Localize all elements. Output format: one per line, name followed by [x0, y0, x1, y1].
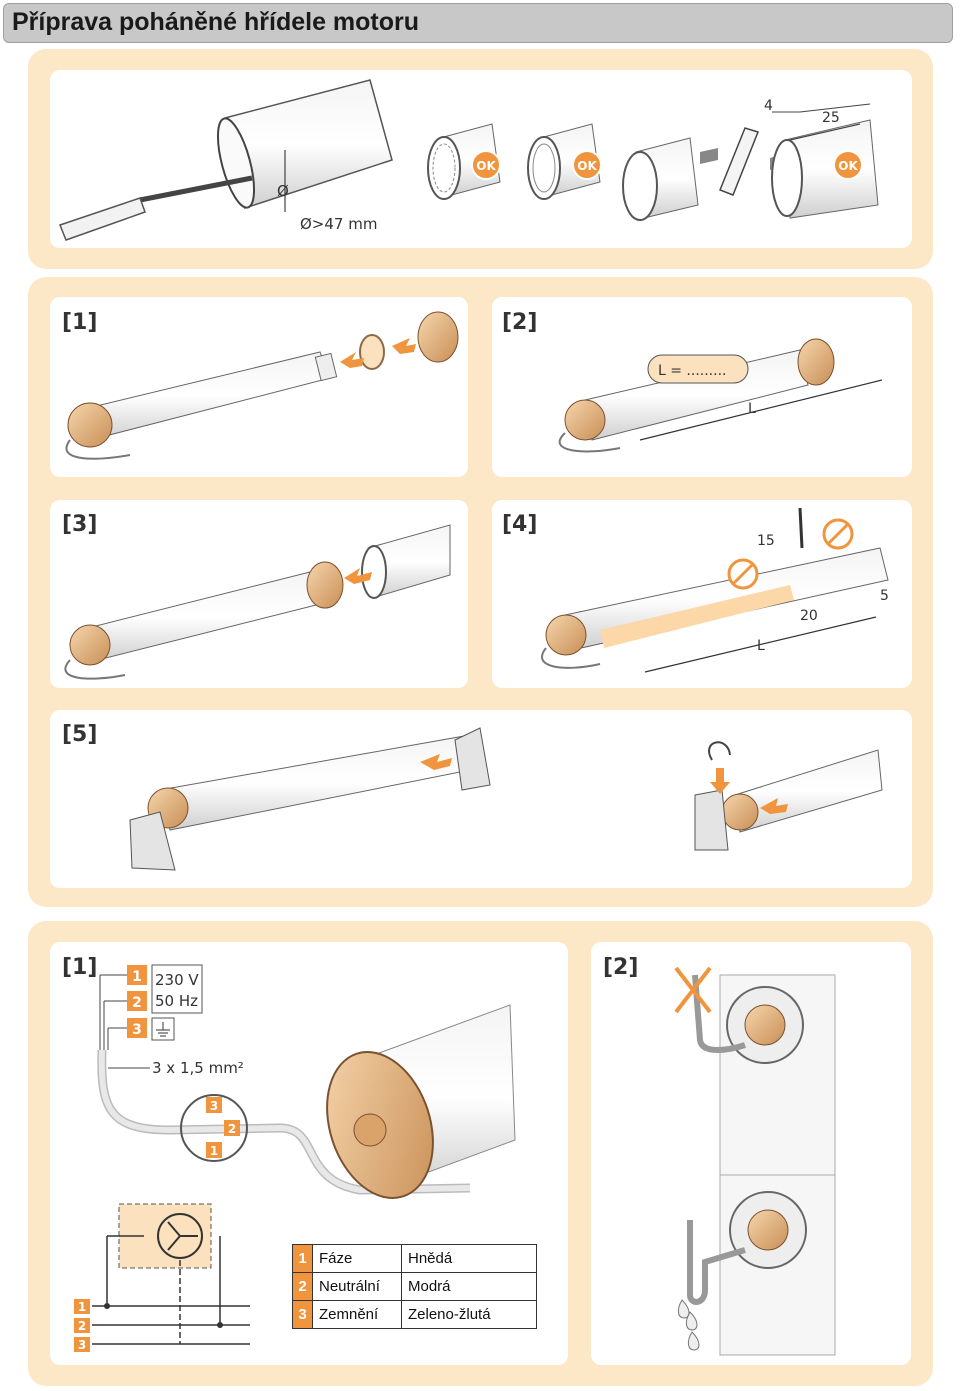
title-bar: Příprava poháněné hřídele motoru: [3, 3, 953, 43]
terminal-3-num: 3: [132, 1022, 142, 1038]
legend-wire-name: Zemnění: [312, 1300, 402, 1329]
supply-voltage: 230 V: [155, 971, 199, 989]
legend-wire-color: Modrá: [401, 1272, 537, 1301]
legend-wire-color: Zeleno-žlutá: [401, 1300, 537, 1329]
terminal-3-badge: [127, 1018, 147, 1038]
legend-wire-color: Hnědá: [401, 1244, 537, 1273]
connector-num-3: 3: [210, 1099, 218, 1113]
legend-num: 3: [292, 1300, 313, 1329]
motor-step-1: [65, 311, 459, 460]
step-4-label: [4]: [502, 512, 538, 537]
dim-4: 4: [764, 98, 773, 114]
diameter-symbol: Ø: [277, 182, 289, 200]
legend-wire-name: Fáze: [312, 1244, 402, 1273]
dim-25: 25: [822, 110, 840, 126]
legend-row: 3 Zemnění Zeleno-žlutá: [292, 1300, 537, 1329]
motor-step-4: 15 20 5 L: [541, 507, 889, 673]
terminal-2-num: 2: [132, 995, 142, 1011]
bus-num-3: 3: [78, 1338, 86, 1352]
legend-row: 2 Neutrální Modrá: [292, 1272, 537, 1301]
wiring-step-2-label: [2]: [603, 955, 639, 980]
length-box: L = .........: [658, 363, 726, 379]
ok-badge-1: OK: [476, 159, 496, 173]
motor-step-2: L = ......... L: [558, 338, 883, 453]
terminal-1-num: 1: [132, 969, 142, 985]
legend-row: 1 Fáze Hnědá: [292, 1244, 537, 1273]
bus-num-1: 1: [78, 1300, 86, 1314]
tube-illustration: Ø Ø>47 mm: [59, 79, 393, 241]
step-2-label: [2]: [502, 310, 538, 335]
terminal-1-badge: [127, 965, 147, 985]
dim-15: 15: [757, 533, 775, 549]
ok-badge-3: OK: [838, 159, 858, 173]
motor-step-3: [64, 524, 451, 680]
step-5-label: [5]: [62, 722, 98, 747]
supply-frequency: 50 Hz: [155, 992, 198, 1010]
ground-icon: [156, 1022, 170, 1037]
motor-step-5: [129, 727, 883, 871]
diameter-rule: Ø>47 mm: [300, 215, 377, 233]
legend-num: 1: [292, 1244, 313, 1273]
cable-routing-illustration: [674, 966, 836, 1356]
ok-badge-2: OK: [577, 159, 597, 173]
page-title: Příprava poháněné hřídele motoru: [12, 8, 420, 36]
dim-20: 20: [800, 608, 818, 624]
connector-num-2: 2: [228, 1122, 236, 1136]
wiring-diagram: 1 2 3 230 V 50 Hz 3 x 1,5 mm² 3 2 1: [74, 964, 516, 1352]
wiring-step-1-label: [1]: [62, 955, 98, 980]
octagonal-tube-ok: OK: [427, 123, 501, 200]
dim-5: 5: [880, 588, 889, 604]
dim-L-step2: L: [748, 401, 756, 417]
cable-spec: 3 x 1,5 mm²: [152, 1059, 244, 1077]
legend-num: 2: [292, 1272, 313, 1301]
legend-wire-name: Neutrální: [312, 1272, 402, 1301]
step-3-label: [3]: [62, 512, 98, 537]
round-grooved-tube-ok: OK: [527, 123, 602, 200]
terminal-2-badge: [127, 991, 147, 1011]
round-tube-with-adapter: 4 25 OK: [622, 98, 879, 221]
wire-color-legend: 1 Fáze Hnědá 2 Neutrální Modrá 3 Zemnění…: [292, 1244, 537, 1329]
bus-num-2: 2: [78, 1319, 86, 1333]
connector-num-1: 1: [210, 1144, 218, 1158]
dim-L-step4: L: [757, 638, 765, 654]
step-1-label: [1]: [62, 310, 98, 335]
